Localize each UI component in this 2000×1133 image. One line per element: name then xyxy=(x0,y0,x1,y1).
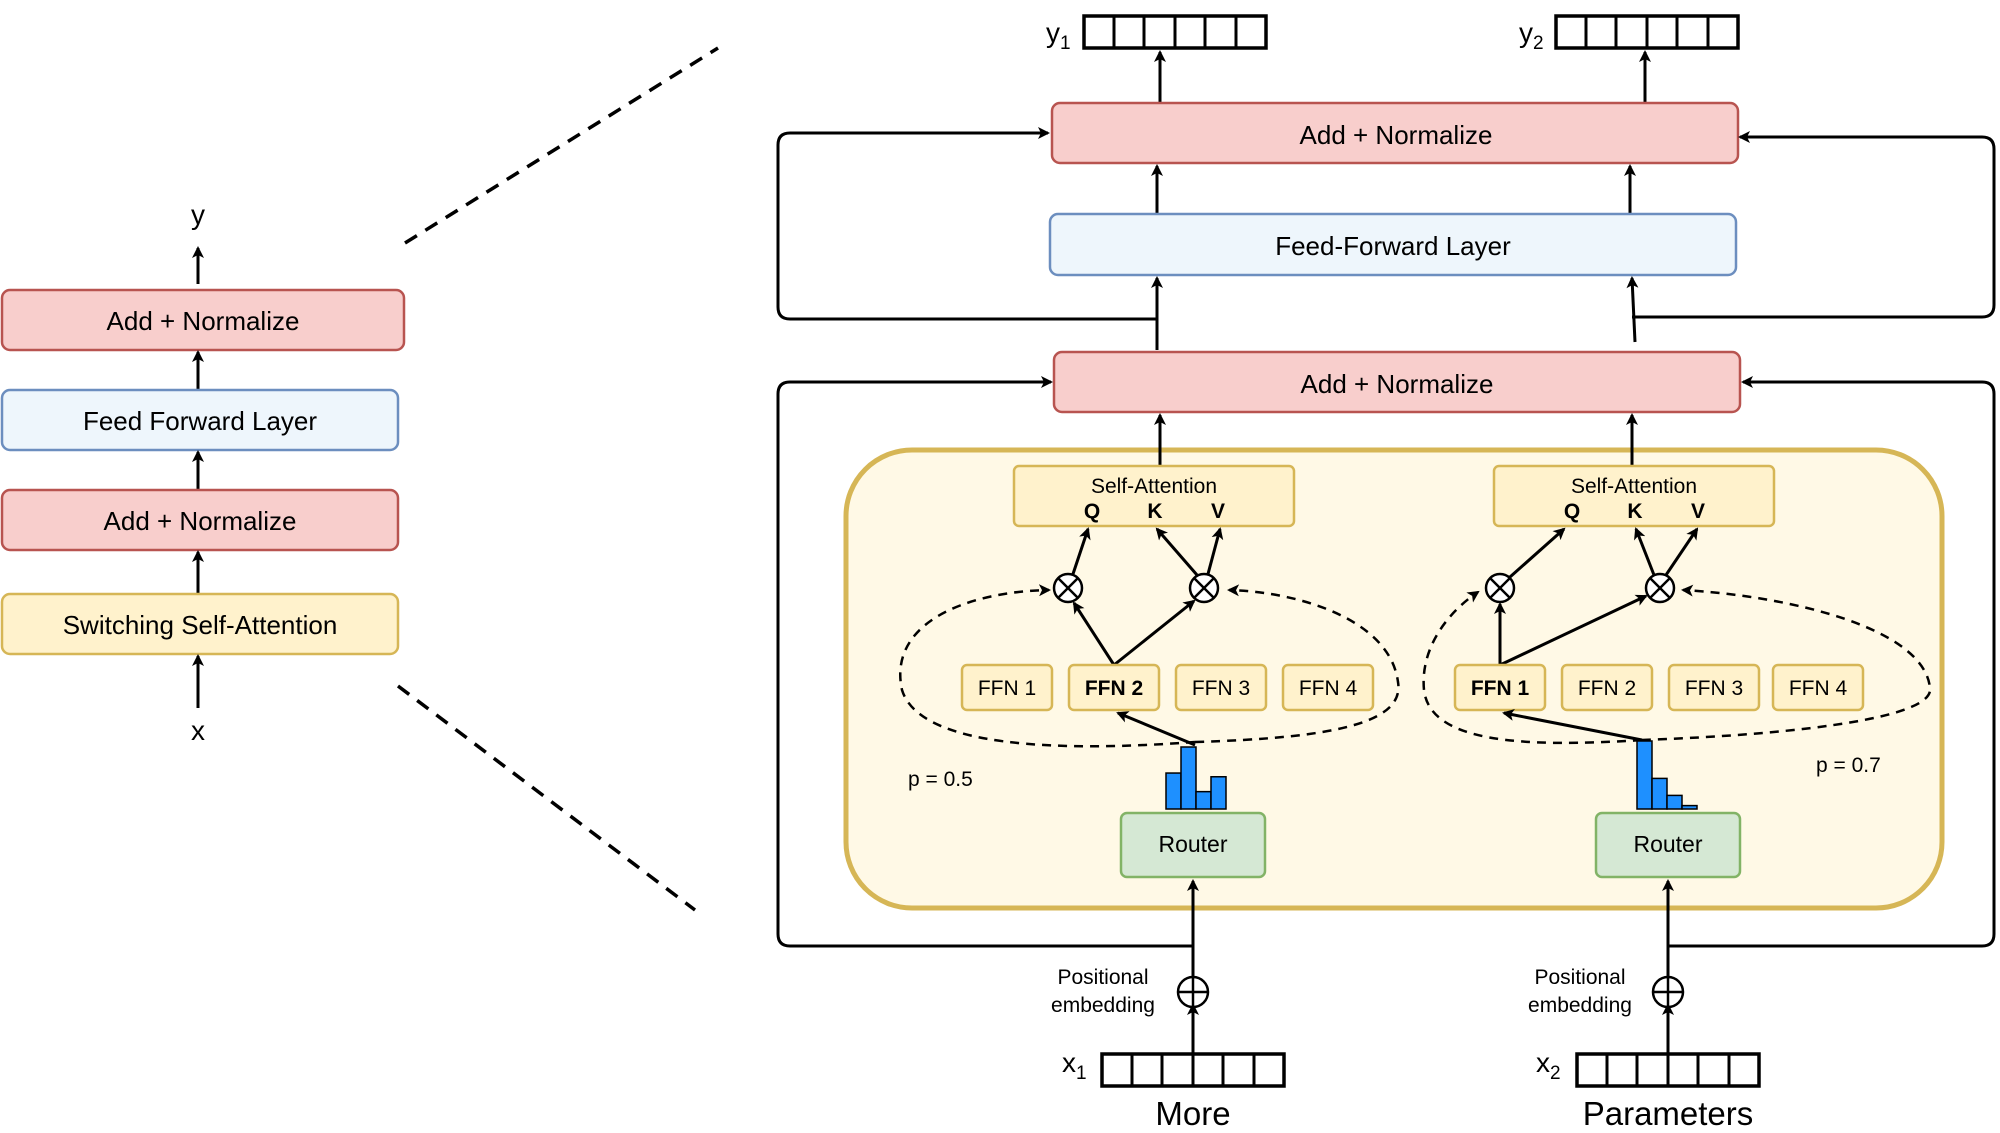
left-feed-forward-label: Feed Forward Layer xyxy=(83,406,317,436)
zoom-line-bottom xyxy=(396,684,697,912)
ffn-2-4-label: FFN 4 xyxy=(1789,677,1848,700)
left-add-normalize-top-label: Add + Normalize xyxy=(107,306,300,336)
self-attention-1: Self-Attention Q K V xyxy=(1012,464,1296,528)
router-probability-bar xyxy=(1651,777,1668,810)
ffn-2-3-label: FFN 3 xyxy=(1685,677,1743,700)
left-output-label: y xyxy=(191,199,205,230)
ffn-1-2-label: FFN 2 xyxy=(1085,677,1143,700)
input-vector-1: x1 xyxy=(1062,1047,1286,1088)
query-label-2: Q xyxy=(1564,500,1580,523)
output-label-1: y1 xyxy=(1046,17,1071,54)
query-label-1: Q xyxy=(1084,500,1100,523)
left-add-normalize-bottom: Add + Normalize xyxy=(0,488,400,552)
left-encoder-stack: y Add + Normalize Feed Forward Layer Add… xyxy=(0,199,406,746)
probability-label-2: p = 0.7 xyxy=(1816,754,1881,777)
left-input-label: x xyxy=(191,715,205,746)
multiply-node-2b xyxy=(1644,572,1676,604)
ffn-1-3-label: FFN 3 xyxy=(1192,677,1250,700)
ffn-1-1: FFN 1 xyxy=(960,663,1054,712)
ffn-1-2-selected: FFN 2 xyxy=(1067,663,1161,712)
ffn-group-1: FFN 1 FFN 2 FFN 3 FFN 4 xyxy=(960,663,1375,712)
probability-loop-1 xyxy=(1194,584,1400,744)
router-probability-bar xyxy=(1681,804,1698,810)
positional-add-node-1 xyxy=(1176,975,1210,1009)
zoom-line-top xyxy=(404,46,719,245)
input-vector-2: x2 xyxy=(1536,1047,1761,1088)
ffn-1-3: FFN 3 xyxy=(1174,663,1268,712)
feed-forward-layer-label: Feed-Forward Layer xyxy=(1275,231,1511,261)
probability-loop-1-left xyxy=(899,584,1196,748)
router-probability-bar xyxy=(1195,790,1212,810)
left-add-normalize-top: Add + Normalize xyxy=(0,288,406,352)
router-probability-bar xyxy=(1636,740,1653,810)
input-word-2: Parameters xyxy=(1583,1095,1754,1132)
multiply-node-1a xyxy=(1052,572,1084,604)
left-switching-self-attention-label: Switching Self-Attention xyxy=(63,610,338,640)
ffn-1-1-label: FFN 1 xyxy=(978,677,1036,700)
residual-connection-upper-left xyxy=(776,127,1159,321)
probability-loop-2-left xyxy=(1422,590,1643,745)
router-distribution-2 xyxy=(1636,740,1698,810)
ffn-1-4-label: FFN 4 xyxy=(1299,677,1358,700)
output-vector-2: y2 xyxy=(1519,14,1740,54)
value-label-1: V xyxy=(1211,500,1225,523)
router-distribution-1 xyxy=(1165,746,1227,810)
self-attention-1-label: Self-Attention xyxy=(1091,475,1217,498)
input-label-2: x2 xyxy=(1536,1047,1561,1084)
ffn-2-1-selected: FFN 1 xyxy=(1453,663,1547,712)
positional-embedding-1-line1: Positional xyxy=(1057,966,1148,989)
router-1-label: Router xyxy=(1158,831,1227,857)
ffn-group-2: FFN 1 FFN 2 FFN 3 FFN 4 xyxy=(1453,663,1865,712)
input-word-1: More xyxy=(1155,1095,1230,1132)
multiply-node-1b xyxy=(1188,572,1220,604)
residual-connection-upper-right xyxy=(1632,131,1996,319)
ffn-2-2: FFN 2 xyxy=(1560,663,1654,712)
positional-embedding-2-line1: Positional xyxy=(1534,966,1625,989)
left-switching-self-attention: Switching Self-Attention xyxy=(0,592,400,656)
ffn-2-1-label: FFN 1 xyxy=(1471,677,1530,700)
probability-loop-2 xyxy=(1641,584,1932,742)
token-2-path: Self-Attention Q K V xyxy=(1422,464,1932,1132)
residual-connection-lower-left xyxy=(776,376,1193,948)
ffn-1-4: FFN 4 xyxy=(1281,663,1375,712)
left-feed-forward-layer: Feed Forward Layer xyxy=(0,388,400,452)
multiply-node-2a xyxy=(1484,572,1516,604)
positional-embedding-2-line2: embedding xyxy=(1528,994,1632,1017)
output-label-2: y2 xyxy=(1519,17,1544,54)
right-expanded-layer: y1 y2 Add + Normalize xyxy=(776,14,1996,1132)
residual-connection-lower-right xyxy=(1668,376,1996,948)
router-probability-bar xyxy=(1666,794,1683,810)
ffn-2-3: FFN 3 xyxy=(1667,663,1761,712)
ffn-2-4: FFN 4 xyxy=(1771,663,1865,712)
value-label-2: V xyxy=(1691,500,1705,523)
router-probability-bar xyxy=(1165,772,1182,810)
self-attention-2-label: Self-Attention xyxy=(1571,475,1697,498)
positional-add-node-2 xyxy=(1651,975,1685,1009)
add-normalize-middle: Add + Normalize xyxy=(1052,350,1742,414)
router-probability-bar xyxy=(1180,746,1197,810)
output-vector-1: y1 xyxy=(1046,14,1268,54)
feed-forward-layer: Feed-Forward Layer xyxy=(1048,212,1738,277)
key-label-1: K xyxy=(1147,500,1162,523)
positional-embedding-1-line2: embedding xyxy=(1051,994,1155,1017)
add-normalize-top: Add + Normalize xyxy=(1050,101,1740,165)
ffn-2-2-label: FFN 2 xyxy=(1578,677,1636,700)
add-normalize-middle-label: Add + Normalize xyxy=(1301,369,1494,399)
router-2-label: Router xyxy=(1633,831,1702,857)
router-1: Router xyxy=(1119,811,1267,879)
probability-label-1: p = 0.5 xyxy=(908,768,973,791)
left-add-normalize-bottom-label: Add + Normalize xyxy=(104,506,297,536)
router-2: Router xyxy=(1594,811,1742,879)
key-label-2: K xyxy=(1627,500,1642,523)
switching-attention-container xyxy=(843,447,1945,911)
add-normalize-top-label: Add + Normalize xyxy=(1300,120,1493,150)
input-label-1: x1 xyxy=(1062,1047,1087,1084)
self-attention-2: Self-Attention Q K V xyxy=(1492,464,1776,528)
token-1-path: Self-Attention Q K V xyxy=(899,464,1400,1132)
router-probability-bar xyxy=(1210,776,1227,810)
